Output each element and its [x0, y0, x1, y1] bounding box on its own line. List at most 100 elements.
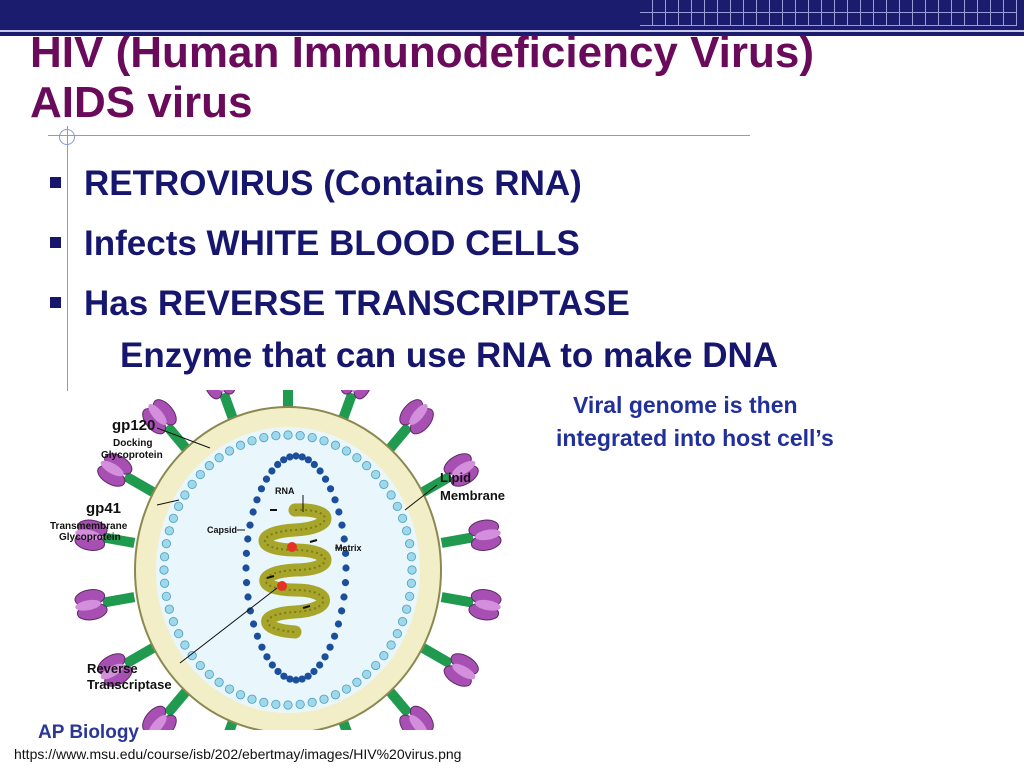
- banner-grid-tile: [653, 13, 666, 26]
- matrix-bead: [386, 640, 396, 650]
- matrix-bead: [295, 431, 305, 441]
- banner-grid-tile: [653, 0, 666, 13]
- matrix-bead: [195, 660, 205, 671]
- title-underline: [48, 135, 750, 136]
- capsid-bead: [298, 675, 306, 683]
- capsid-bead: [274, 667, 282, 676]
- capsid-bead: [280, 456, 288, 464]
- banner-grid-tile: [965, 13, 978, 26]
- matrix-bead: [214, 677, 224, 687]
- title-line-2: AIDS virus: [30, 78, 253, 127]
- gp120-highlight: [148, 404, 167, 425]
- matrix-bead: [204, 669, 214, 679]
- matrix-bead: [406, 578, 417, 588]
- integrase-mark: [266, 575, 275, 579]
- banner-grid-tile: [913, 0, 926, 13]
- banner-grid-tile: [952, 13, 965, 26]
- spike: [440, 519, 502, 551]
- integrase-mark: [309, 539, 318, 543]
- label-gp41: gp41: [86, 500, 121, 517]
- gp120-highlight: [475, 599, 501, 611]
- capsid-bead: [249, 508, 257, 516]
- bullet-item: Infects WHITE BLOOD CELLS: [48, 220, 630, 280]
- matrix-bead: [187, 479, 197, 489]
- capsid-bead: [268, 467, 276, 475]
- matrix-bead: [204, 461, 214, 471]
- matrix-bead: [180, 640, 190, 650]
- label-rna: RNA: [275, 486, 295, 496]
- spike: [420, 643, 479, 687]
- bullet-text: RETROVIRUS (Contains RNA): [84, 164, 582, 203]
- matrix-bead: [386, 490, 396, 500]
- capsid-bead: [298, 453, 306, 461]
- label-reverse: Reverse: [87, 661, 138, 676]
- capsid-bead: [321, 653, 329, 661]
- banner-grid-tile: [900, 13, 913, 26]
- bullet-list: RETROVIRUS (Contains RNA) Infects WHITE …: [48, 160, 630, 340]
- integrase-mark: [302, 605, 311, 609]
- matrix-bead: [405, 591, 415, 601]
- spike: [74, 589, 136, 621]
- capsid-bead: [335, 508, 343, 516]
- matrix-bead: [295, 699, 305, 709]
- capsid-bead: [246, 521, 254, 529]
- label-capsid: Capsid: [207, 525, 237, 535]
- label-transmembrane: Transmembrane: [50, 521, 128, 532]
- spike: [97, 453, 156, 497]
- gp120-head: [340, 390, 360, 395]
- matrix-bead: [397, 617, 408, 627]
- gp41-stem: [122, 643, 156, 669]
- label-transcriptase: Transcriptase: [87, 677, 172, 692]
- gp41-stem: [420, 471, 454, 497]
- spike: [142, 399, 192, 454]
- capsid-bead: [242, 579, 251, 587]
- spike: [384, 399, 434, 454]
- capsid-bead: [331, 496, 339, 504]
- matrix-bead: [362, 461, 372, 471]
- capsid-bead: [316, 467, 324, 475]
- capsid-bead: [338, 607, 346, 615]
- content-guide-line: [67, 126, 68, 391]
- matrix-bead: [247, 436, 257, 446]
- matrix-bead: [159, 578, 170, 588]
- label-matrix: Matrix: [335, 543, 362, 553]
- gp120-highlight: [475, 529, 501, 541]
- matrix-bead: [402, 526, 412, 536]
- matrix-protein-layer: [159, 430, 417, 710]
- banner-grid-tile: [666, 13, 679, 26]
- gp41-stem: [420, 643, 454, 669]
- matrix-bead: [283, 430, 293, 440]
- matrix-bead: [159, 552, 170, 562]
- matrix-bead: [235, 690, 246, 700]
- gp120-highlight: [452, 663, 476, 680]
- banner-grid-tile: [679, 13, 692, 26]
- capsid-bead: [334, 620, 343, 628]
- gp120-head: [203, 390, 223, 400]
- guide-circle: [59, 129, 75, 145]
- matrix-bead: [271, 699, 281, 709]
- banner-grid-tile: [848, 13, 861, 26]
- reverse-transcriptase-enzyme: [287, 542, 297, 552]
- banner-grid-tile: [757, 13, 770, 26]
- banner-grid-tile: [770, 13, 783, 26]
- capsid-bead: [280, 672, 288, 680]
- footer-brand: AP Biology: [38, 722, 139, 743]
- gp120-highlight: [409, 404, 428, 425]
- banner-grid-tile: [926, 0, 939, 13]
- matrix-bead: [174, 501, 184, 511]
- matrix-bead: [164, 604, 174, 614]
- banner-grid-tile: [991, 0, 1004, 13]
- capsid-bead: [263, 653, 271, 661]
- note-line-1: Viral genome is then: [573, 392, 798, 418]
- bullet-text: Infects WHITE BLOOD CELLS: [84, 224, 580, 263]
- banner-grid-tile: [640, 0, 653, 13]
- banner-grid-tile: [1004, 0, 1017, 13]
- banner-grid-tile: [874, 0, 887, 13]
- matrix-bead: [235, 440, 246, 450]
- matrix-bead: [379, 651, 389, 661]
- label-membrane: Membrane: [440, 488, 505, 503]
- matrix-bead: [224, 684, 235, 694]
- banner-grid-tile: [744, 13, 757, 26]
- capsid-bead: [316, 661, 324, 669]
- gp41-stem: [163, 686, 192, 718]
